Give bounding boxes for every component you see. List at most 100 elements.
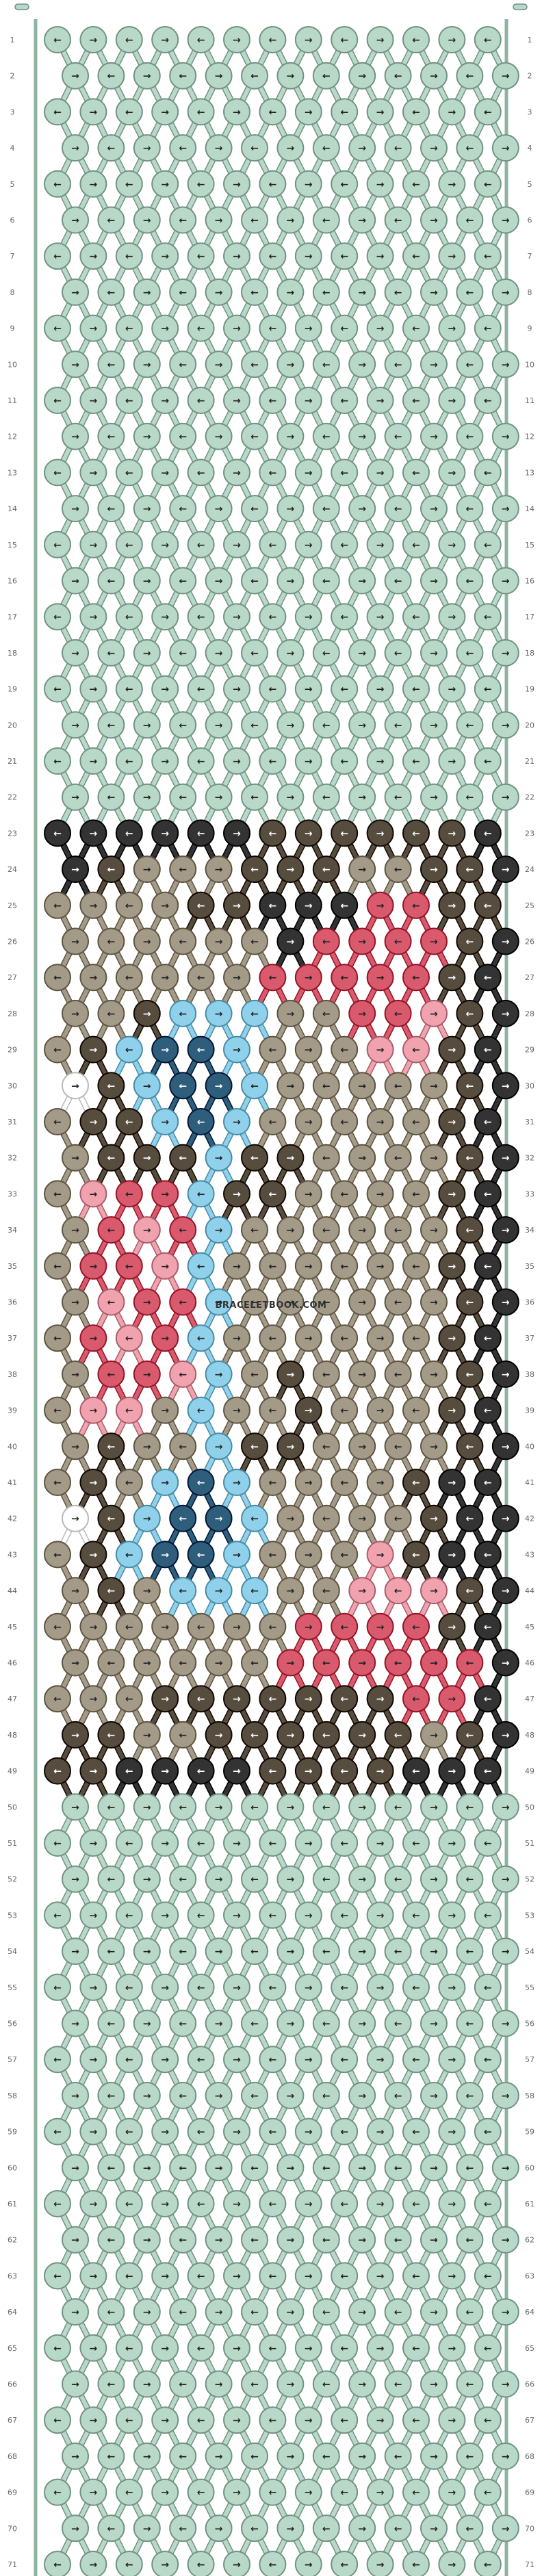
knot-direction-arrow: ← bbox=[269, 467, 277, 478]
knot-direction-arrow: ← bbox=[269, 1333, 277, 1344]
knot-direction-arrow: ← bbox=[179, 1153, 187, 1164]
knot-direction-arrow: → bbox=[143, 576, 151, 587]
knot-direction-arrow: → bbox=[233, 251, 241, 262]
knot-direction-arrow: → bbox=[376, 107, 385, 118]
knot-direction-arrow: → bbox=[430, 1081, 438, 1092]
knot-direction-arrow: → bbox=[287, 432, 295, 443]
knot-direction-arrow: ← bbox=[250, 71, 259, 82]
knot-direction-arrow: ← bbox=[322, 432, 331, 443]
knot-direction-arrow: → bbox=[90, 1406, 98, 1417]
knot-direction-arrow: → bbox=[161, 107, 169, 118]
knot-direction-arrow: ← bbox=[53, 1622, 62, 1633]
knot-direction-arrow: ← bbox=[466, 1009, 474, 1020]
knot-direction-arrow: → bbox=[502, 793, 510, 803]
knot-direction-arrow: ← bbox=[53, 396, 62, 407]
knot-direction-arrow: ← bbox=[107, 793, 116, 803]
knot-direction-arrow: → bbox=[448, 684, 456, 695]
knot-direction-arrow: → bbox=[161, 684, 169, 695]
knot-direction-arrow: → bbox=[161, 901, 169, 912]
knot-direction-arrow: → bbox=[430, 71, 438, 82]
knot-direction-arrow: → bbox=[448, 1117, 456, 1128]
knot-direction-arrow: ← bbox=[125, 1549, 133, 1560]
knot-direction-arrow: ← bbox=[412, 35, 420, 46]
knot-direction-arrow: → bbox=[305, 2055, 313, 2065]
knot-direction-arrow: → bbox=[502, 1658, 510, 1669]
knot-direction-arrow: → bbox=[215, 2091, 223, 2102]
knot-direction-arrow: → bbox=[143, 359, 151, 370]
knot-direction-arrow: → bbox=[358, 1658, 366, 1669]
knot-direction-arrow: → bbox=[215, 648, 223, 659]
knot-direction-arrow: → bbox=[305, 324, 313, 335]
knot-direction-arrow: → bbox=[287, 1730, 295, 1741]
knot-direction-arrow: → bbox=[71, 1298, 79, 1309]
knot-direction-arrow: ← bbox=[125, 828, 133, 839]
knot-direction-arrow: ← bbox=[197, 540, 205, 551]
knot-direction-arrow: → bbox=[161, 1117, 169, 1128]
knot-direction-arrow: → bbox=[502, 648, 510, 659]
knot-direction-arrow: ← bbox=[322, 937, 331, 948]
knot-direction-arrow: → bbox=[430, 1441, 438, 1452]
knot-direction-arrow: → bbox=[502, 359, 510, 370]
knot-direction-arrow: ← bbox=[250, 648, 259, 659]
knot-direction-arrow: → bbox=[90, 1333, 98, 1344]
knot-direction-arrow: ← bbox=[340, 1261, 348, 1272]
knot-direction-arrow: ← bbox=[412, 1549, 420, 1560]
knot-direction-arrow: → bbox=[143, 1081, 151, 1092]
knot-direction-arrow: → bbox=[161, 1838, 169, 1849]
knot-direction-arrow: ← bbox=[250, 720, 259, 731]
knot-direction-arrow: → bbox=[143, 216, 151, 227]
knot-direction-arrow: → bbox=[502, 216, 510, 227]
knot-direction-arrow: ← bbox=[179, 216, 187, 227]
knot-direction-arrow: ← bbox=[107, 71, 116, 82]
knot-direction-arrow: ← bbox=[53, 1694, 62, 1705]
knot-direction-arrow: → bbox=[71, 1081, 79, 1092]
knot-direction-arrow: → bbox=[376, 1045, 385, 1056]
knot-direction-arrow: → bbox=[287, 1946, 295, 1957]
knot-direction-arrow: ← bbox=[107, 1298, 116, 1309]
knot-direction-arrow: → bbox=[233, 973, 241, 983]
knot-direction-arrow: → bbox=[215, 937, 223, 948]
knot-direction-arrow: ← bbox=[250, 937, 259, 948]
knot-direction-arrow: → bbox=[305, 1838, 313, 1849]
knot-direction-arrow: → bbox=[305, 1406, 313, 1417]
knot-direction-arrow: → bbox=[376, 1117, 385, 1128]
knot-direction-arrow: ← bbox=[125, 756, 133, 767]
knot-direction-arrow: → bbox=[233, 1045, 241, 1056]
knot-direction-arrow: ← bbox=[269, 324, 277, 335]
knot-direction-arrow: ← bbox=[484, 973, 492, 983]
knot-direction-arrow: → bbox=[376, 1478, 385, 1489]
knot-direction-arrow: ← bbox=[269, 1983, 277, 1994]
knot-direction-arrow: ← bbox=[466, 1081, 474, 1092]
knot-direction-arrow: → bbox=[161, 1189, 169, 1200]
knot-direction-arrow: ← bbox=[394, 576, 402, 587]
knot-direction-arrow: → bbox=[376, 2055, 385, 2065]
knot-direction-arrow: → bbox=[502, 1369, 510, 1380]
knot-direction-arrow: ← bbox=[412, 179, 420, 190]
knot-direction-arrow: → bbox=[358, 504, 366, 515]
knot-direction-arrow: ← bbox=[394, 1946, 402, 1957]
knot-direction-arrow: → bbox=[233, 35, 241, 46]
knot-direction-arrow: ← bbox=[197, 1333, 205, 1344]
knot-direction-arrow: ← bbox=[412, 396, 420, 407]
knot-direction-arrow: → bbox=[430, 937, 438, 948]
knot-direction-arrow: → bbox=[448, 1189, 456, 1200]
knot-direction-arrow: ← bbox=[412, 1766, 420, 1777]
knot-direction-arrow: ← bbox=[269, 2055, 277, 2065]
knot-direction-arrow: → bbox=[430, 359, 438, 370]
knot-direction-arrow: ← bbox=[53, 2055, 62, 2065]
knot-direction-arrow: ← bbox=[107, 576, 116, 587]
knot-direction-arrow: → bbox=[376, 1622, 385, 1633]
knot-direction-arrow: ← bbox=[322, 1586, 331, 1597]
knot-direction-arrow: ← bbox=[197, 1189, 205, 1200]
knot-direction-arrow: → bbox=[90, 1117, 98, 1128]
knot-direction-arrow: ← bbox=[53, 1478, 62, 1489]
knot-direction-arrow: ← bbox=[250, 287, 259, 298]
knot-direction-arrow: → bbox=[143, 864, 151, 875]
knot-direction-arrow: → bbox=[430, 1369, 438, 1380]
knot-direction-arrow: → bbox=[376, 1983, 385, 1994]
knot-direction-arrow: ← bbox=[250, 793, 259, 803]
knot-direction-arrow: ← bbox=[53, 612, 62, 623]
knot-direction-arrow: → bbox=[143, 648, 151, 659]
knot-direction-arrow: ← bbox=[197, 107, 205, 118]
knot-direction-arrow: ← bbox=[340, 1766, 348, 1777]
